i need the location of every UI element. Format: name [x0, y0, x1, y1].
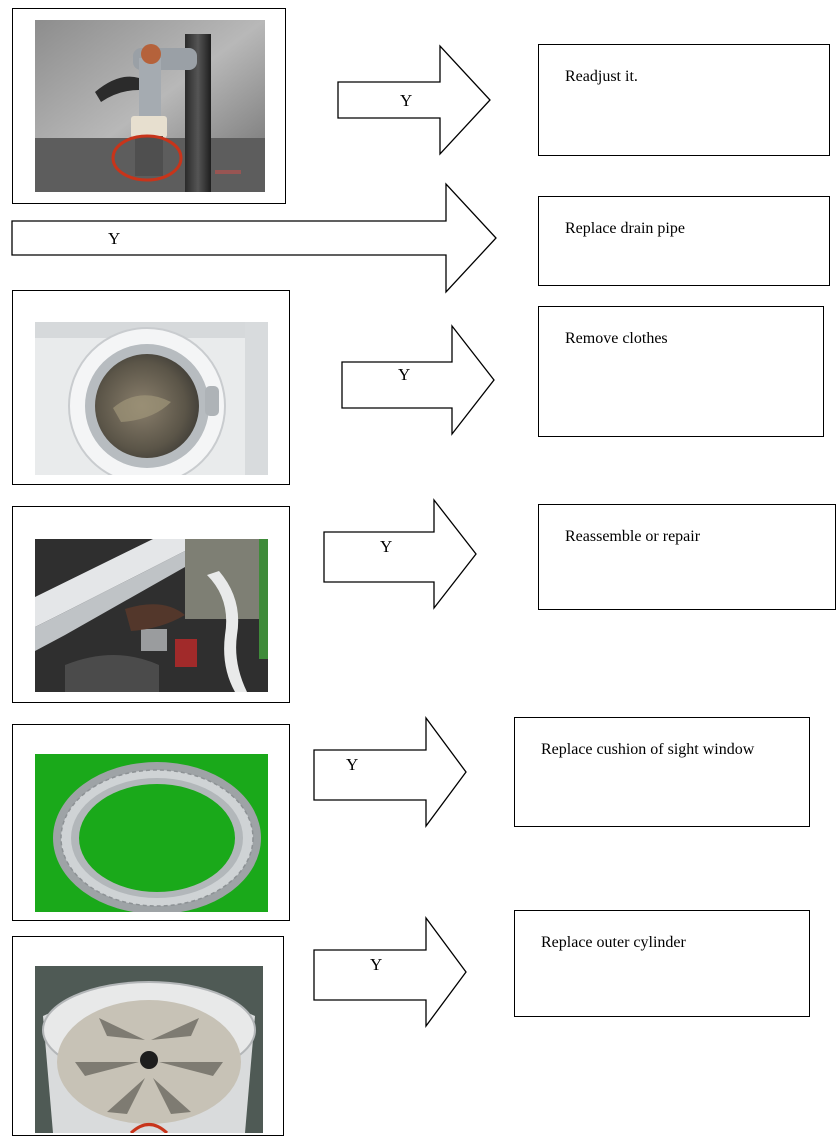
arrow-right-2: Y	[11, 182, 497, 294]
action-text: Readjust it.	[565, 68, 638, 85]
action-box-reassemble: Reassemble or repair	[538, 504, 836, 610]
arrow-right-4: Y	[323, 498, 477, 610]
action-text: Replace cushion of sight window	[541, 741, 755, 758]
arrow-label: Y	[380, 537, 392, 556]
washer-door-photo	[35, 322, 268, 475]
arrow-label: Y	[400, 91, 412, 110]
arrow-right-5: Y	[313, 716, 467, 828]
action-box-readjust: Readjust it.	[538, 44, 830, 156]
outer-tub-photo	[35, 966, 263, 1133]
action-box-replace-cushion: Replace cushion of sight window	[514, 717, 810, 827]
action-text: Reassemble or repair	[565, 528, 701, 545]
highlight-circle	[111, 134, 183, 182]
arrow-label: Y	[370, 955, 382, 974]
door-seal-photo	[35, 754, 268, 912]
action-box-remove-clothes: Remove clothes	[538, 306, 824, 437]
arrow-label: Y	[398, 365, 410, 384]
washer-interior-photo	[35, 539, 268, 692]
faucet-inlet-photo	[35, 20, 265, 192]
action-box-drain-pipe: Replace drain pipe	[538, 196, 830, 286]
action-box-outer-cylinder: Replace outer cylinder	[514, 910, 810, 1017]
action-text: Remove clothes	[565, 330, 668, 347]
arrow-right-6: Y	[313, 916, 467, 1028]
action-text: Replace outer cylinder	[541, 934, 686, 951]
arrow-label: Y	[346, 755, 358, 774]
arrow-right-1: Y	[337, 44, 491, 156]
arrow-right-3: Y	[341, 324, 495, 436]
action-text: Replace drain pipe	[565, 220, 685, 237]
arrow-label: Y	[108, 229, 120, 248]
